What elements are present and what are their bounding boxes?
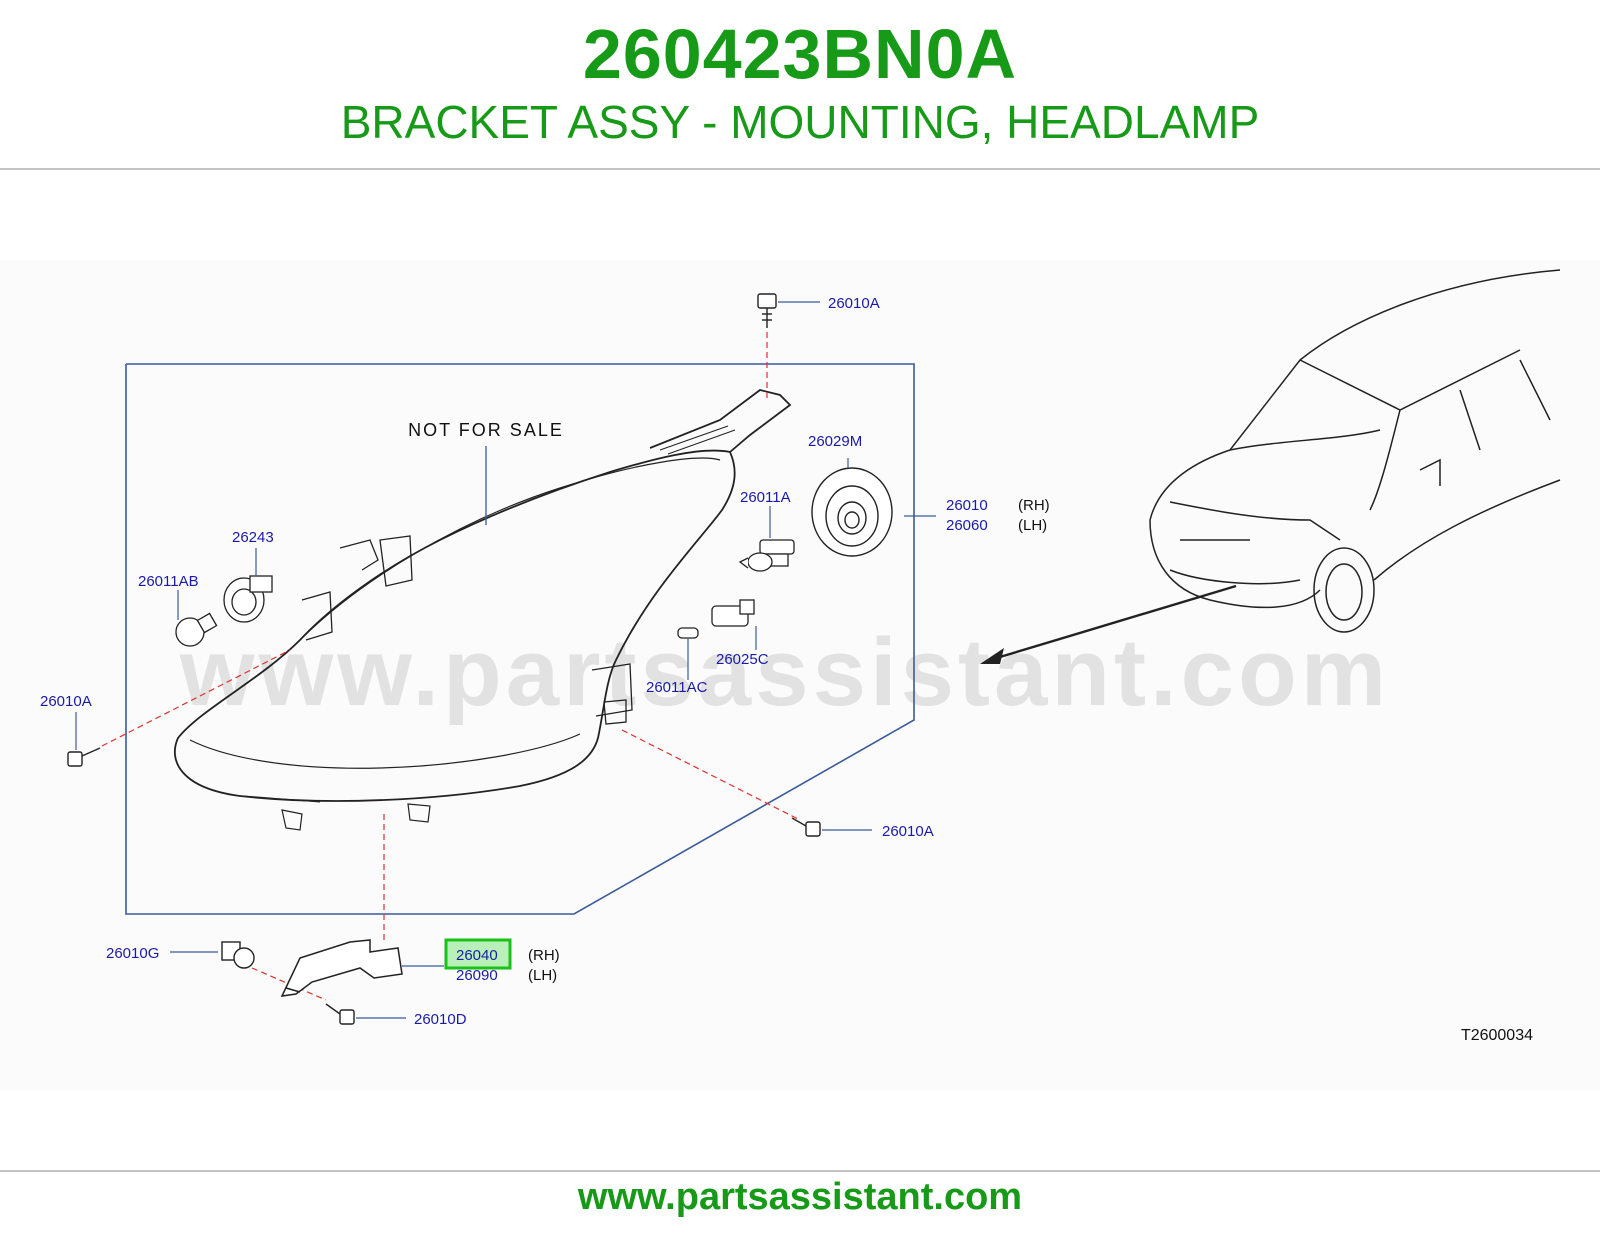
dash-bolt-left	[101, 649, 291, 747]
label-headlamp-lh: 26060	[946, 517, 988, 534]
bolt-top	[757, 293, 777, 328]
bulb-26011ab	[175, 612, 218, 647]
arrow-line	[989, 584, 1237, 662]
not-for-sale-note: NOT FOR SALE	[408, 420, 564, 440]
label-bolt-bottom: 26010D	[414, 1011, 467, 1028]
vehicle-outline	[1149, 269, 1561, 633]
label-bolt-left: 26010A	[40, 693, 92, 710]
label-headlamp-rh: 26010	[946, 497, 988, 514]
dash-bolt-right	[621, 729, 801, 821]
label-socket-26029m: 26029M	[808, 433, 862, 450]
socket-26243	[223, 575, 273, 623]
label-bulb-26011ac: 26011AC	[646, 679, 708, 696]
label-bulb-26011a: 26011A	[740, 489, 791, 506]
socket-26029m	[811, 467, 893, 557]
footer-divider	[0, 1170, 1600, 1172]
diagram-panel	[0, 260, 1600, 1090]
label-bracket-lh-side: (LH)	[528, 967, 557, 984]
bracket-26040	[280, 939, 403, 997]
grommet-26010g	[221, 941, 255, 969]
headlamp-assembly	[173, 389, 792, 831]
arrow-head	[980, 648, 1004, 664]
highlight-bracket-26040[interactable]	[444, 938, 512, 970]
part-description: BRACKET ASSY - MOUNTING, HEADLAMP	[340, 96, 1260, 148]
header-divider	[0, 168, 1600, 170]
label-bracket-rh: 26040	[456, 947, 498, 964]
label-socket-26243: 26243	[232, 529, 274, 546]
page-header: 260423BN0A BRACKET ASSY - MOUNTING, HEAD…	[0, 0, 1600, 168]
label-headlamp-lh-side: (LH)	[1018, 517, 1047, 534]
bulb-26011a	[738, 539, 795, 572]
label-socket-26025c: 26025C	[716, 651, 769, 668]
bolt-left	[67, 747, 101, 767]
label-grommet: 26010G	[106, 945, 159, 962]
footer-url[interactable]: www.partsassistant.com	[577, 1176, 1023, 1218]
socket-26025c	[711, 599, 755, 627]
part-number: 260423BN0A	[582, 15, 1018, 93]
label-bolt-right: 26010A	[882, 823, 934, 840]
label-bulb-26011ab: 26011AB	[138, 573, 199, 590]
label-headlamp-rh-side: (RH)	[1018, 497, 1050, 514]
parts-diagram: www.partsassistant.com NOT FOR SALE 2601…	[0, 240, 1600, 1120]
diagram-code: T2600034	[1461, 1027, 1533, 1044]
label-bracket-rh-side: (RH)	[528, 947, 560, 964]
bolt-bottom	[325, 1003, 355, 1025]
label-bolt-top: 26010A	[828, 295, 880, 312]
watermark-text: www.partsassistant.com	[179, 619, 1390, 726]
assembly-frame	[125, 363, 915, 915]
bolt-right	[791, 817, 821, 837]
label-bracket-lh: 26090	[456, 967, 498, 984]
bulb-26011ac	[677, 627, 699, 639]
